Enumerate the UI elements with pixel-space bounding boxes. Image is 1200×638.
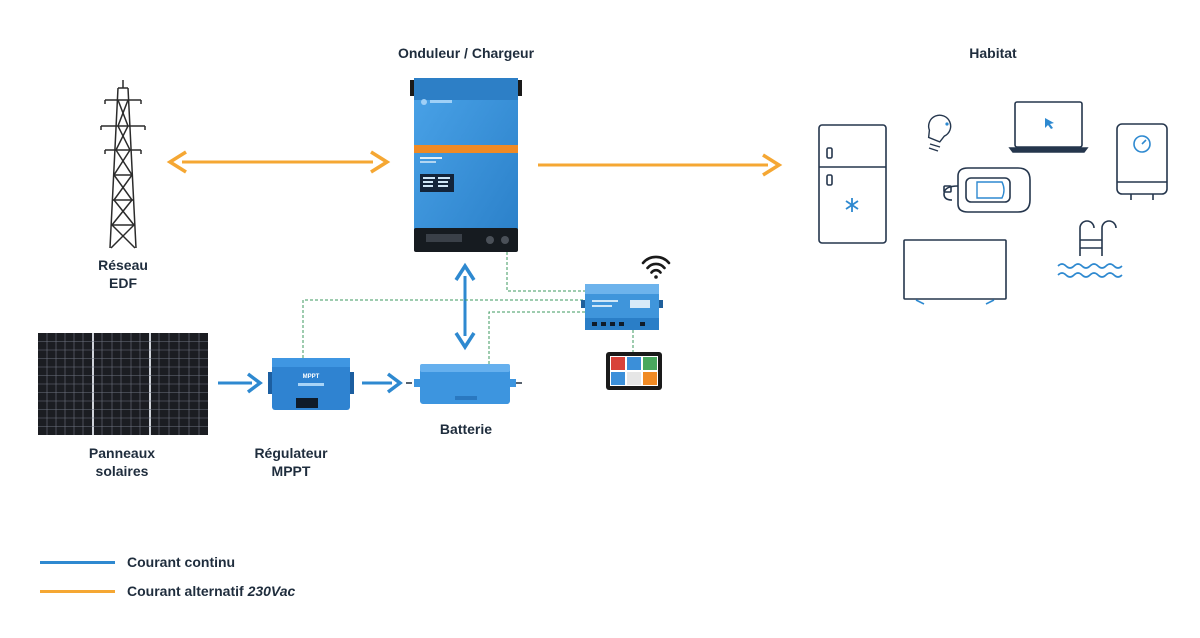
- inverter-label: Onduleur / Chargeur: [397, 45, 535, 61]
- gx-monitor-icon: [581, 284, 663, 330]
- water-heater-icon: [1116, 123, 1168, 200]
- mppt-label: Régulateur MPPT: [246, 444, 336, 480]
- solar-panel-icon: [38, 333, 208, 435]
- grid-label-line2: EDF: [109, 275, 137, 291]
- home-label: Habitat: [969, 45, 1017, 61]
- dc-link-inverter-battery: [454, 262, 476, 351]
- ac-link-inverter-home: [538, 153, 783, 177]
- laptop-icon: [1008, 101, 1089, 153]
- grid-label-line1: Réseau: [98, 257, 148, 273]
- fridge-icon: [818, 124, 887, 244]
- legend-item-ac: Courant alternatif 230Vac: [40, 581, 295, 601]
- tv-icon: [903, 239, 1007, 305]
- battery-label: Batterie: [439, 421, 493, 437]
- car-icon: [943, 167, 1031, 213]
- light-bulb-icon: [927, 114, 952, 152]
- wifi-icon: [641, 255, 671, 279]
- legend-label-dc-text: Courant continu: [127, 554, 236, 570]
- legend-label-ac-text: Courant alternatif: [127, 583, 248, 599]
- mppt-badge: MPPT: [303, 374, 320, 380]
- legend-swatch-ac: [40, 589, 115, 593]
- mppt-label-line1: Régulateur: [254, 445, 328, 461]
- ac-link-grid-inverter: [166, 150, 391, 174]
- battery-icon: [406, 364, 522, 404]
- pool-icon: [1057, 220, 1123, 278]
- legend-label-ac: Courant alternatif 230Vac: [127, 583, 295, 599]
- grid-label: Réseau EDF: [83, 256, 163, 292]
- legend-item-dc: Courant continu: [40, 552, 235, 572]
- panels-label-line2: solaires: [95, 463, 149, 479]
- dc-link-mppt-battery: [362, 372, 403, 394]
- mppt-label-line2: MPPT: [271, 463, 311, 479]
- legend-label-dc: Courant continu: [127, 554, 235, 570]
- dc-link-panels-mppt: [218, 372, 263, 394]
- power-pylon-icon: [100, 80, 146, 249]
- mppt-controller-icon: MPPT: [268, 358, 354, 410]
- touch-screen-icon: [606, 352, 662, 390]
- inverter-charger-icon: [410, 78, 522, 252]
- communication-lines: [302, 252, 634, 364]
- panels-label: Panneaux solaires: [72, 444, 172, 480]
- legend-swatch-dc: [40, 560, 115, 564]
- panels-label-line1: Panneaux: [88, 445, 156, 461]
- legend-label-ac-voltage: 230Vac: [247, 583, 296, 599]
